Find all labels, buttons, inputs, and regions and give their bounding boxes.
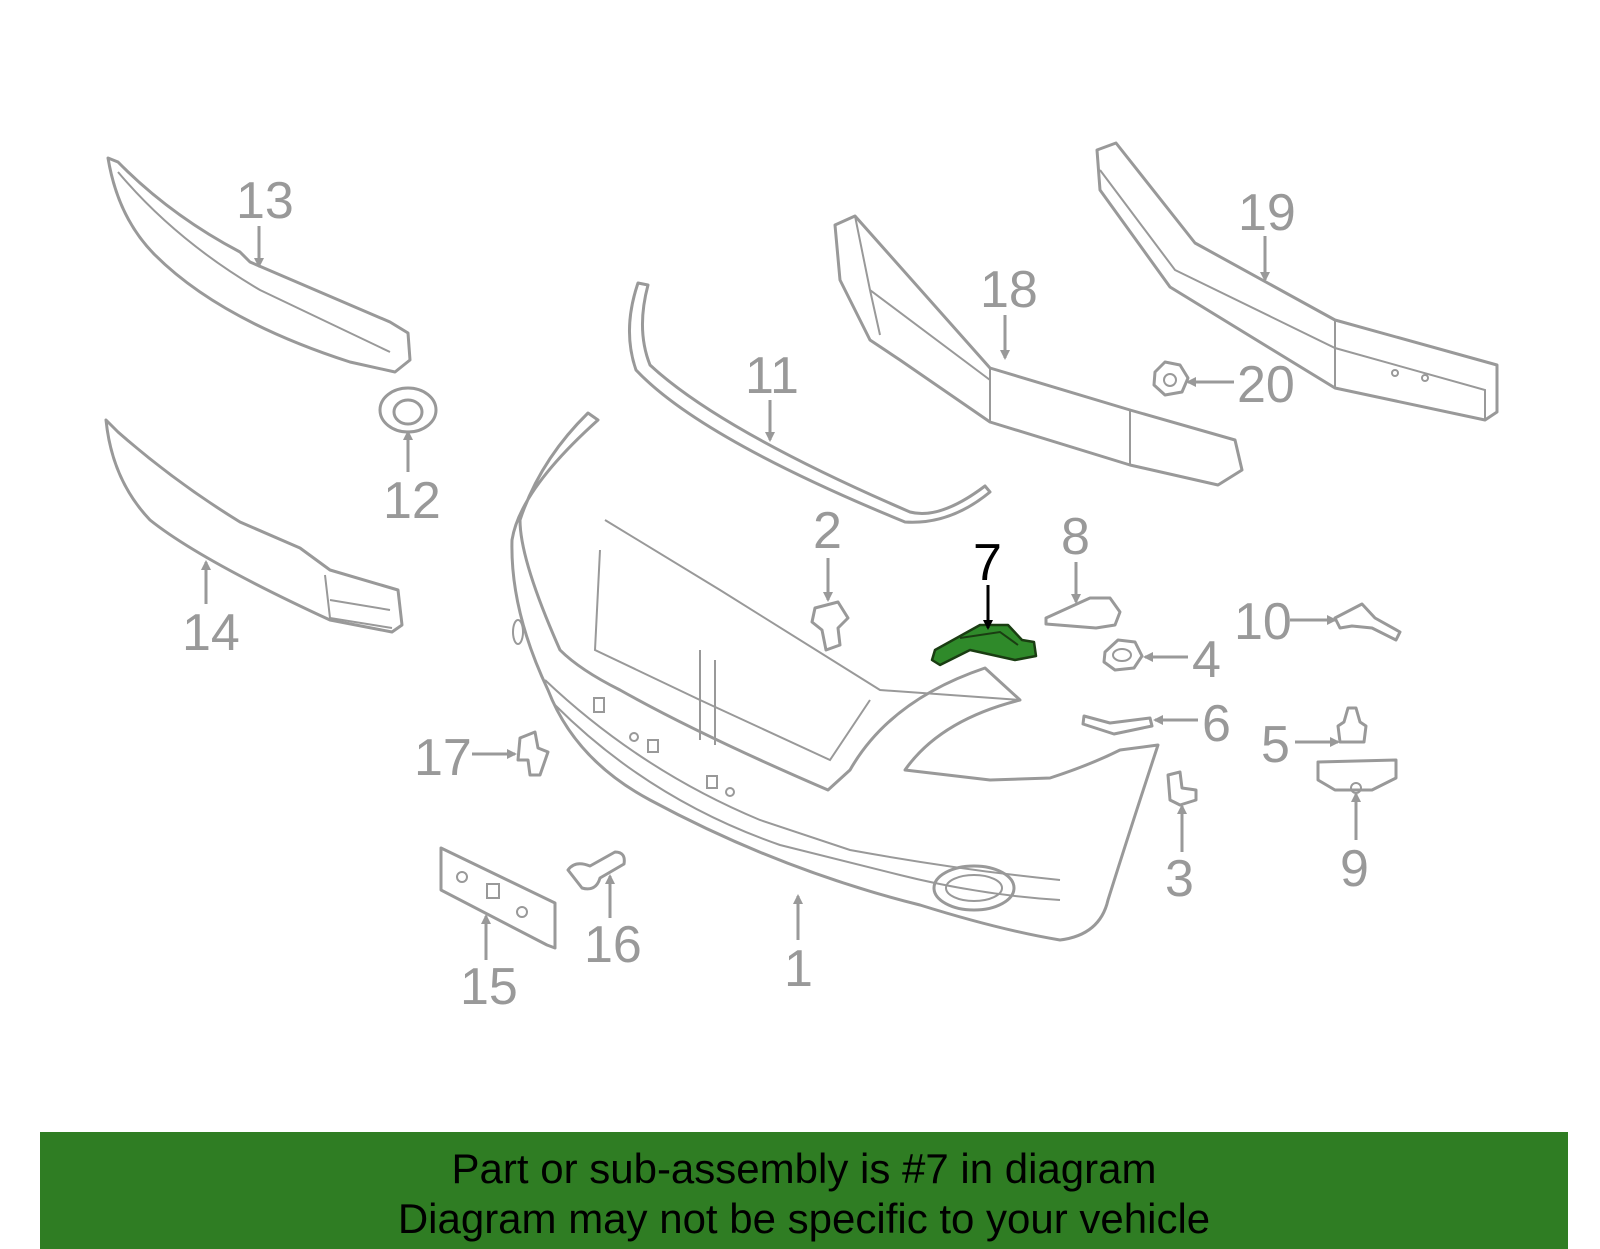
part-14-lower-trim [104, 418, 404, 634]
part-17-clip [516, 730, 550, 777]
part-16-screw [566, 850, 626, 891]
callout-6: 6 [1202, 695, 1231, 753]
callout-labels: 13 14 12 11 18 19 20 2 7 8 4 6 10 5 9 3 … [182, 172, 1369, 1016]
callout-10: 10 [1234, 593, 1292, 651]
callout-13: 13 [236, 172, 294, 230]
callout-3: 3 [1165, 850, 1194, 908]
callout-2: 2 [813, 502, 842, 560]
part-11-molding [628, 281, 992, 524]
banner-line-1: Part or sub-assembly is #7 in diagram [451, 1145, 1157, 1192]
part-10-bracket [1333, 602, 1402, 642]
part-15-license-bracket [439, 846, 557, 950]
part-19-reinforcement [1095, 141, 1499, 422]
part-2-clip [810, 600, 850, 652]
part-9-bracket [1316, 758, 1398, 794]
part-13-upper-trim [106, 156, 412, 374]
callout-1: 1 [784, 940, 813, 998]
part-12-grommet [378, 386, 438, 434]
callout-16: 16 [584, 916, 642, 974]
callout-7-highlighted: 7 [973, 534, 1002, 592]
part-18-absorber [833, 214, 1244, 487]
part-20-nut [1152, 360, 1190, 397]
leader-lines [201, 226, 1361, 960]
info-banner: Part or sub-assembly is #7 in diagram Di… [40, 1132, 1568, 1249]
callout-14: 14 [182, 604, 240, 662]
parts-diagram: 13 14 12 11 18 19 20 2 7 8 4 6 10 5 9 3 … [104, 141, 1499, 1016]
callout-17: 17 [414, 729, 472, 787]
callout-19: 19 [1238, 184, 1296, 242]
callout-8: 8 [1061, 508, 1090, 566]
callout-11: 11 [745, 347, 799, 405]
part-4-nut [1102, 638, 1144, 672]
callout-20: 20 [1237, 356, 1295, 414]
callout-15: 15 [460, 958, 518, 1016]
part-7-bracket-highlighted [930, 623, 1038, 667]
part-3-bracket [1166, 770, 1198, 807]
callout-18: 18 [980, 261, 1038, 319]
part-8-bracket [1044, 596, 1122, 630]
part-5-clip [1336, 706, 1368, 744]
callout-5: 5 [1261, 716, 1290, 774]
callout-4: 4 [1192, 631, 1221, 689]
callout-9: 9 [1340, 840, 1369, 898]
callout-12: 12 [383, 472, 441, 530]
part-1-bumper-cover [510, 411, 1160, 942]
banner-line-2: Diagram may not be specific to your vehi… [397, 1195, 1211, 1242]
part-6-seal [1081, 714, 1154, 736]
